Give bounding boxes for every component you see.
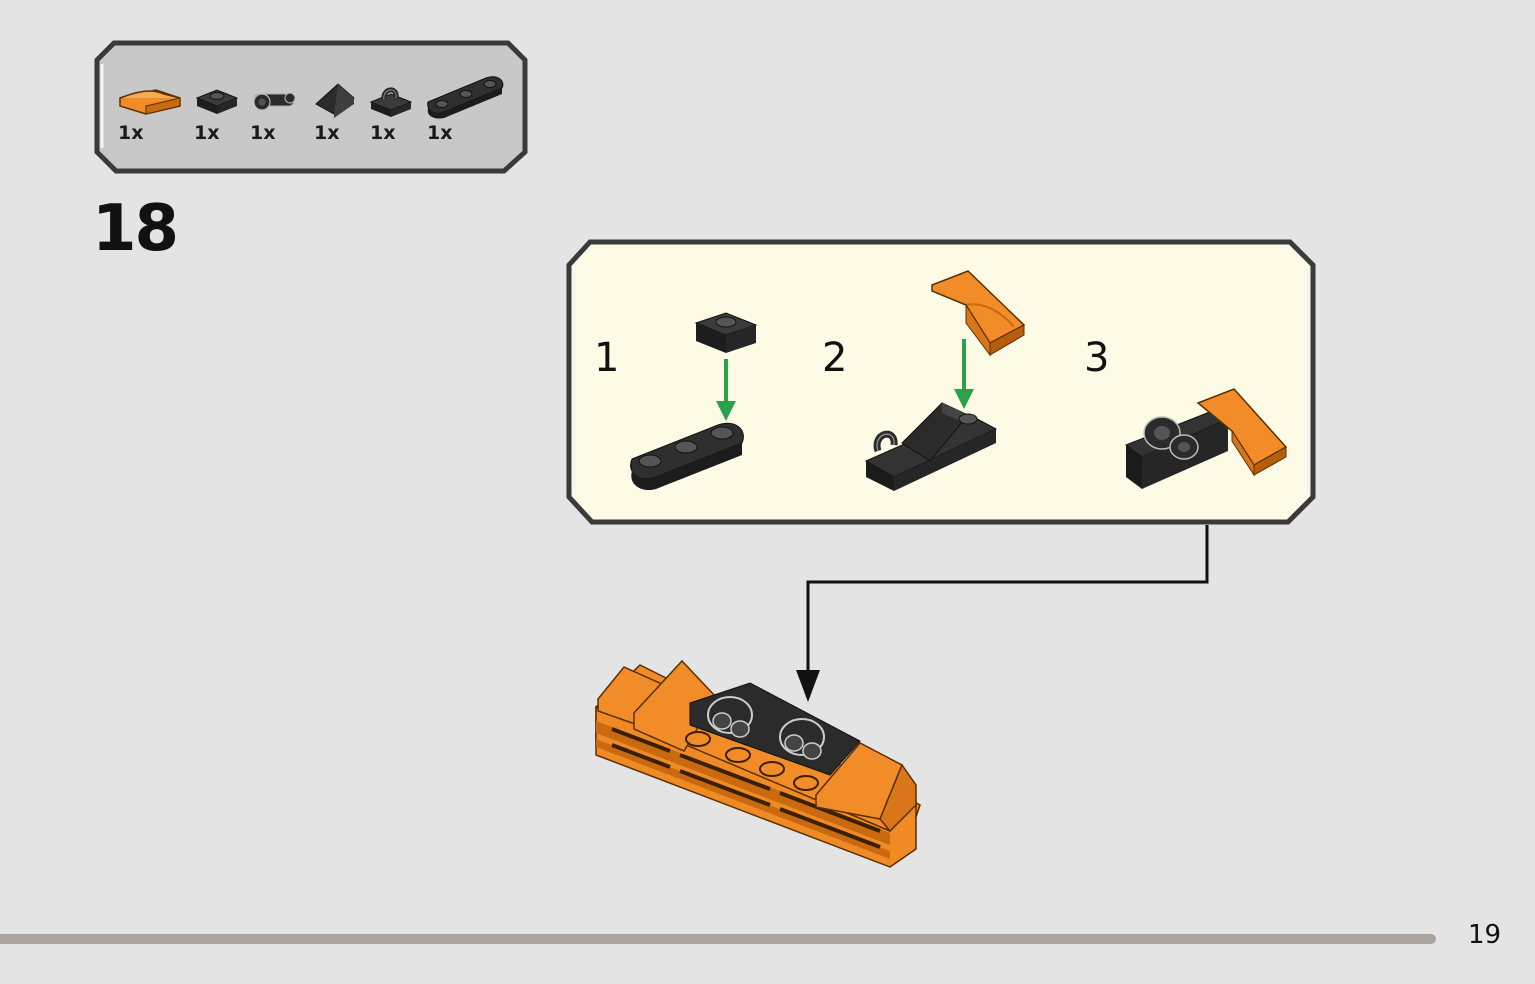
- orange-curved-slope-icon: [119, 89, 181, 115]
- page-progress-bar: [0, 934, 1436, 944]
- substep-number-3: 3: [1084, 335, 1110, 381]
- step-number: 18: [92, 192, 179, 266]
- part-qty-2: 1x: [194, 122, 220, 144]
- part-qty-6: 1x: [427, 122, 453, 144]
- black-plate-1x1-icon: [195, 89, 239, 114]
- sub-assembly-panel: 1 2 3: [566, 239, 1316, 525]
- page-number: 19: [1468, 920, 1502, 950]
- part-qty-4: 1x: [314, 122, 340, 144]
- part-qty-5: 1x: [370, 122, 396, 144]
- substep-2-illustration: [864, 270, 1026, 491]
- substep-number-1: 1: [594, 335, 620, 381]
- parts-list-panel: 1x 1x 1x 1x 1x 1x: [94, 40, 528, 174]
- black-plate-1x3-icon: [427, 76, 504, 119]
- parts-panel-frame: [94, 40, 528, 174]
- substep-1-illustration: [630, 312, 758, 491]
- black-clip-plate-icon: [369, 87, 413, 117]
- main-model-illustration: [595, 659, 921, 868]
- part-qty-3: 1x: [250, 122, 276, 144]
- substep-3-illustration: [1124, 388, 1288, 489]
- part-qty-1: 1x: [118, 122, 144, 144]
- black-slope-icon: [315, 83, 355, 118]
- black-technic-pin-icon: [253, 92, 296, 111]
- substep-number-2: 2: [822, 335, 848, 381]
